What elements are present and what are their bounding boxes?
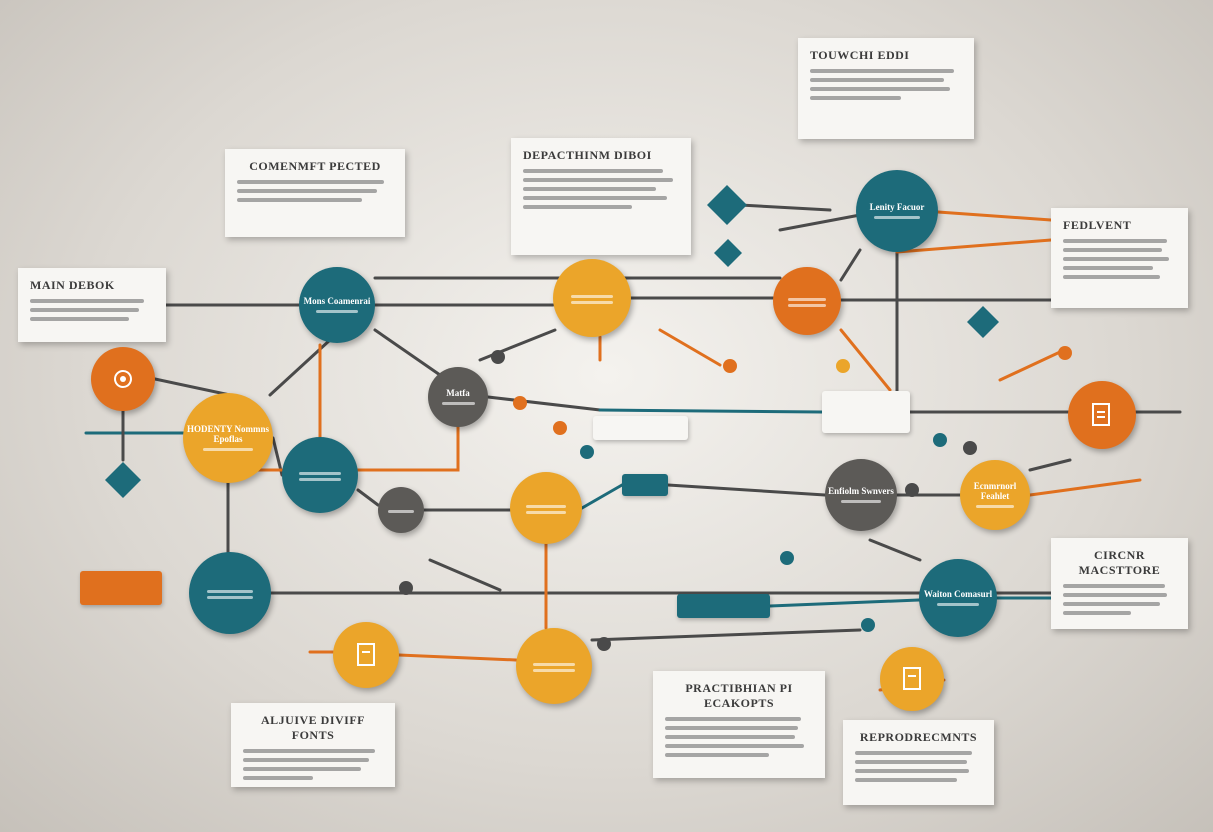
connector-dot [836, 359, 850, 373]
node-amber-bottom-right [880, 647, 944, 711]
node-orange-top [773, 267, 841, 335]
tag-teal-small [622, 474, 668, 496]
node-label: Mons Coamenrai [303, 296, 371, 307]
node-ecnmrnorl: Ecnmrnorl Feahlet [960, 460, 1030, 530]
node-mons: Mons Coamenrai [299, 267, 375, 343]
node-teal-mid [282, 437, 358, 513]
connector-line [839, 328, 892, 392]
node-enfiolm: Enfiolm Swnvers [825, 459, 897, 531]
card-title: REPRODRECMNTS [859, 730, 978, 744]
document-icon [1092, 403, 1110, 426]
connector-line [868, 538, 922, 562]
connector-dot [963, 441, 977, 455]
card-commitment: COMENMFT PECTED [225, 149, 405, 237]
card-feedback: FEDLVENT [1051, 208, 1188, 308]
connector-line [598, 408, 824, 414]
card-title: FEDLVENT [1063, 218, 1132, 232]
node-teal-bottom [189, 552, 271, 634]
node-amber-top [553, 259, 631, 337]
node-matfa: Matfa [428, 367, 488, 427]
card-practical: PRACTIBHIAN PI ECAKOPTS [653, 671, 825, 778]
diamond-marker [714, 239, 742, 267]
node-gray-small [378, 487, 424, 533]
connector-dot [780, 551, 794, 565]
connector-dot [580, 445, 594, 459]
connector-line [356, 488, 380, 507]
file-icon [357, 643, 375, 666]
connector-dot [597, 637, 611, 651]
connector-dot [1058, 346, 1072, 360]
card-title: CIRCNR MACSTTORE [1078, 548, 1161, 577]
target-icon [114, 370, 132, 388]
card-reproduce: REPRODRECMNTS [843, 720, 994, 805]
node-lenity: Lenity Facuor [856, 170, 938, 252]
node-label: Ecnmrnorl Feahlet [973, 481, 1017, 501]
connector-line [778, 213, 862, 232]
card-other: CIRCNR MACSTTORE [1051, 538, 1188, 629]
card-title: ALJUIVE DIVIFF FONTS [260, 713, 365, 742]
connector-line [895, 238, 1053, 254]
node-label: HODENTY Nommns Epoflas [187, 424, 269, 444]
connector-line [839, 248, 862, 282]
connector-line [666, 483, 827, 497]
connector-dot [399, 581, 413, 595]
connector-dot [553, 421, 567, 435]
connector-dot [723, 359, 737, 373]
tag-white-center [593, 416, 688, 440]
card-touchstone: TOUWCHI EDDI [798, 38, 974, 139]
connector-dot [905, 483, 919, 497]
connector-line [1028, 458, 1072, 472]
file-icon [903, 667, 921, 690]
connector-line [658, 328, 722, 367]
tag-teal-center [677, 594, 770, 618]
tag-white-callout [822, 391, 910, 433]
connector-line [768, 598, 921, 608]
card-title: MAIN DEBOK [30, 278, 115, 292]
connector-line [590, 628, 862, 642]
node-amber-bottom [516, 628, 592, 704]
connector-dot [933, 433, 947, 447]
connector-line [153, 377, 232, 397]
node-waiton: Waiton Comasurl [919, 559, 997, 637]
card-title: COMENMFT PECTED [249, 159, 381, 173]
card-objective: DEPACTHINM DIBOI [511, 138, 691, 255]
connector-line [580, 483, 624, 510]
node-amber-file [333, 622, 399, 688]
connector-line [936, 210, 1053, 222]
connector-line [373, 328, 442, 377]
node-label: Matfa [446, 388, 470, 399]
connector-line [998, 350, 1062, 382]
connector-dot [491, 350, 505, 364]
connector-line [1028, 478, 1142, 497]
node-label: Lenity Facuor [869, 202, 925, 213]
node-orange-right [1068, 381, 1136, 449]
node-label: Enfiolm Swnvers [828, 486, 894, 497]
node-amber-center [510, 472, 582, 544]
connector-line [428, 558, 502, 592]
card-title: DEPACTHINM DIBOI [523, 148, 652, 162]
card-title: TOUWCHI EDDI [810, 48, 910, 62]
connector-line [397, 653, 518, 662]
card-main-design: MAIN DEBOK [18, 268, 166, 342]
tag-orange-left [80, 571, 162, 605]
node-orange-left [91, 347, 155, 411]
connector-dot [861, 618, 875, 632]
node-label: Waiton Comasurl [923, 589, 993, 600]
node-hodenty: HODENTY Nommns Epoflas [183, 393, 273, 483]
diamond-marker [707, 185, 747, 225]
connector-line [738, 203, 832, 212]
card-title: PRACTIBHIAN PI ECAKOPTS [685, 681, 793, 710]
card-adjust: ALJUIVE DIVIFF FONTS [231, 703, 395, 787]
diamond-marker [105, 462, 141, 498]
diamond-marker [967, 306, 999, 338]
connector-dot [513, 396, 527, 410]
connector-line [486, 395, 602, 412]
